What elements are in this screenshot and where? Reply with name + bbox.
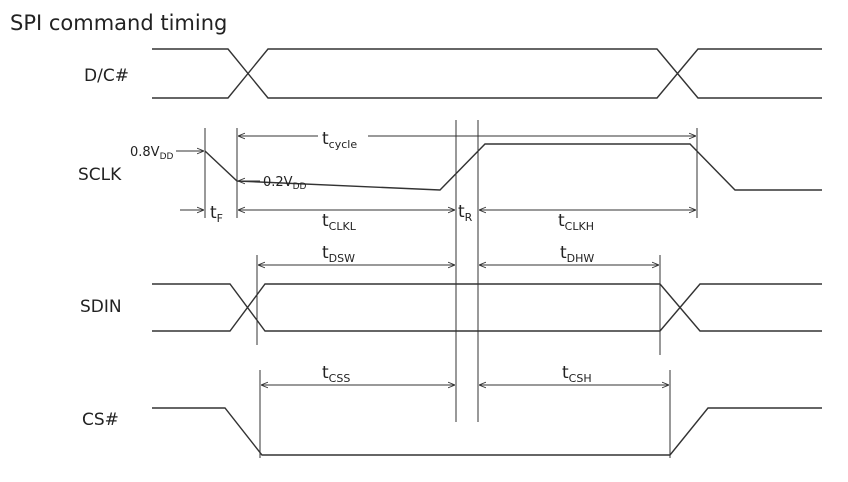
t-dsw-label: tDSW bbox=[322, 243, 355, 265]
t-cycle-label: tcycle bbox=[322, 129, 357, 151]
t-css-label: tCSS bbox=[322, 363, 350, 385]
t-r-label: tR bbox=[458, 202, 473, 224]
high-threshold-label: 0.8VDD bbox=[130, 145, 174, 162]
dc-signal-label: D/C# bbox=[84, 66, 129, 86]
sclk-signal-label: SCLK bbox=[78, 165, 122, 185]
dc-waveform bbox=[152, 48, 822, 99]
diagram-title: SPI command timing bbox=[10, 11, 227, 35]
level-markers bbox=[176, 151, 260, 181]
low-threshold-label: 0.2VDD bbox=[263, 175, 307, 192]
sdin-signal-label: SDIN bbox=[80, 297, 122, 317]
sdin-waveform bbox=[152, 283, 822, 332]
t-clkh-label: tCLKH bbox=[558, 211, 594, 233]
timing-reference-lines bbox=[204, 120, 698, 458]
dimension-arrows bbox=[180, 136, 696, 385]
t-clkl-label: tCLKL bbox=[322, 211, 357, 233]
t-dhw-label: tDHW bbox=[560, 243, 594, 265]
cs-signal-label: CS# bbox=[82, 410, 119, 430]
cs-waveform bbox=[152, 407, 822, 456]
t-f-label: tF bbox=[210, 203, 223, 225]
t-csh-label: tCSH bbox=[562, 363, 592, 385]
